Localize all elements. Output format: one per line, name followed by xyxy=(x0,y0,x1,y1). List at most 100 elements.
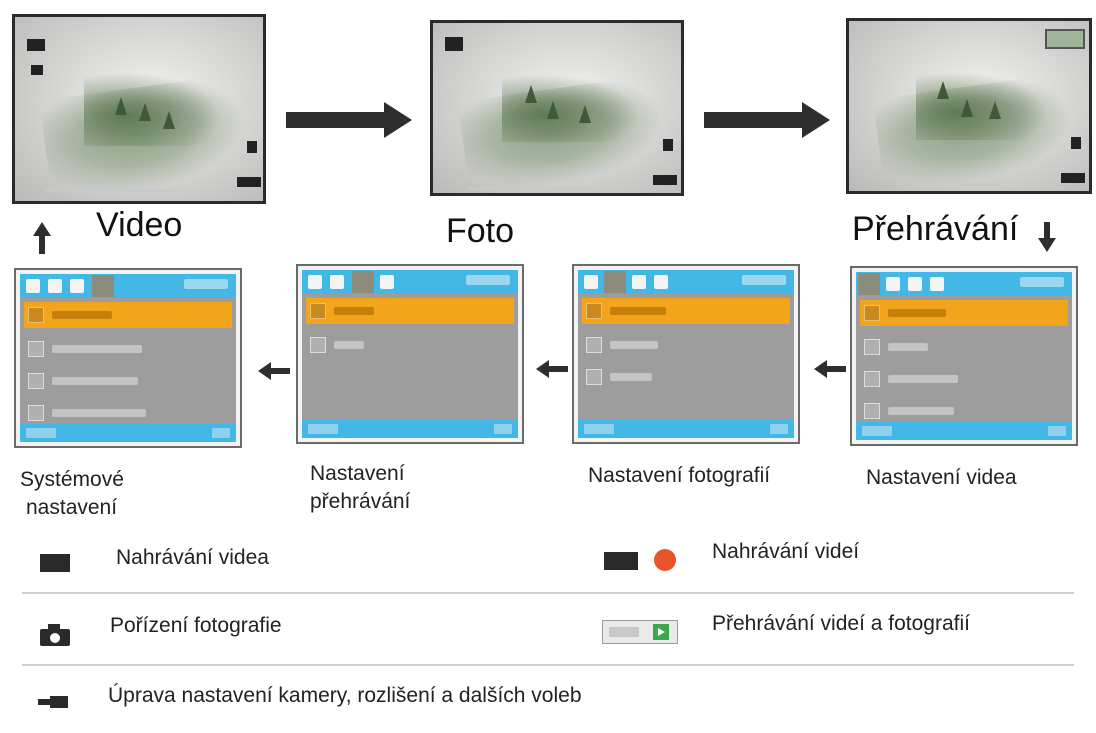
menu-row xyxy=(24,368,232,394)
menu-footer xyxy=(578,420,794,438)
settings-tool-icon xyxy=(38,696,68,708)
landscape-ridge xyxy=(502,74,639,142)
menu-header xyxy=(302,270,518,294)
menu-row xyxy=(860,366,1068,392)
menu-header xyxy=(856,272,1072,296)
menu-row xyxy=(582,332,790,358)
arrow-down-icon xyxy=(1038,222,1056,252)
tree-icon xyxy=(989,101,1001,119)
video-tab-icon xyxy=(858,273,880,295)
caption-line: přehrávání xyxy=(310,490,411,513)
video-tab-icon xyxy=(584,275,598,289)
video-mode-screen xyxy=(12,14,266,204)
camera-icon xyxy=(40,624,70,646)
menu-row xyxy=(860,398,1068,424)
tree-icon xyxy=(547,101,559,119)
record-dot-icon xyxy=(654,549,676,571)
playback-badge-icon xyxy=(602,620,678,644)
menu-row xyxy=(306,298,514,324)
video-camera-icon xyxy=(40,554,70,572)
video-camera-icon xyxy=(604,552,638,570)
battery-icon xyxy=(1061,173,1085,183)
screen-status-bar xyxy=(467,187,593,190)
menu-row xyxy=(24,302,232,328)
arrow-left-icon xyxy=(814,360,846,378)
caption-line: nastavení xyxy=(26,496,118,519)
menu-header xyxy=(578,270,794,294)
menu-title xyxy=(742,275,786,285)
resolution-icon xyxy=(31,65,43,75)
tree-icon xyxy=(163,111,175,129)
legend-video-record: Nahrávání videa xyxy=(116,546,269,569)
menu-row xyxy=(24,400,232,426)
caption-line: Nastavení xyxy=(310,462,405,485)
tree-icon xyxy=(139,103,151,121)
menu-row xyxy=(24,336,232,362)
menu-title xyxy=(1020,277,1064,287)
caption-line: Systémové xyxy=(20,468,124,491)
arrow-left-icon xyxy=(258,362,290,380)
menu-row xyxy=(860,334,1068,360)
photo-mode-screen xyxy=(430,20,684,196)
video-settings-caption: Nastavení videa xyxy=(866,466,1017,489)
video-mode-icon xyxy=(27,39,45,51)
video-tab-icon xyxy=(308,275,322,289)
card-icon xyxy=(247,141,257,153)
menu-title xyxy=(466,275,510,285)
menu-row xyxy=(582,298,790,324)
menu-row xyxy=(860,300,1068,326)
battery-icon xyxy=(653,175,677,185)
menu-footer xyxy=(20,424,236,442)
camera-tab-icon xyxy=(886,277,900,291)
menu-footer xyxy=(302,420,518,438)
settings-tab-icon xyxy=(930,277,944,291)
menu-header xyxy=(20,274,236,298)
photo-settings-caption: Nastavení fotografií xyxy=(588,464,771,487)
arrow-left-icon xyxy=(536,360,568,378)
playback-mode-label: Přehrávání xyxy=(852,210,1019,248)
settings-tab-icon xyxy=(654,275,668,289)
playback-tab-icon xyxy=(632,275,646,289)
playback-tab-icon xyxy=(70,279,84,293)
photo-settings-menu xyxy=(572,264,800,444)
legend-settings: Úprava nastavení kamery, rozlišení a dal… xyxy=(108,684,582,707)
photo-mode-label: Foto xyxy=(446,212,515,250)
playback-settings-menu xyxy=(296,264,524,444)
tree-icon xyxy=(937,81,949,99)
video-tab-icon xyxy=(26,279,40,293)
legend-divider xyxy=(22,664,1074,666)
system-settings-caption: Systémové nastavení xyxy=(20,466,124,522)
battery-icon xyxy=(237,177,261,187)
menu-title xyxy=(184,279,228,289)
legend-take-photo: Pořízení fotografie xyxy=(110,614,282,637)
settings-tab-icon xyxy=(92,275,114,297)
menu-row xyxy=(306,332,514,358)
settings-tab-icon xyxy=(380,275,394,289)
menu-row xyxy=(582,364,790,390)
tree-icon xyxy=(961,99,973,117)
playback-settings-caption: Nastavení přehrávání xyxy=(310,460,410,516)
camera-tab-icon xyxy=(604,271,626,293)
system-settings-menu xyxy=(14,268,242,448)
tree-icon xyxy=(579,105,591,123)
video-settings-menu xyxy=(850,266,1078,446)
arrow-icon xyxy=(704,102,830,138)
playback-mode-screen xyxy=(846,18,1092,194)
arrow-icon xyxy=(286,102,412,138)
legend-recording-videos: Nahrávání videí xyxy=(712,540,860,563)
playback-tab-icon xyxy=(908,277,922,291)
card-icon xyxy=(1071,137,1081,149)
arrow-up-icon xyxy=(33,222,51,254)
screen-status-bar xyxy=(45,189,175,192)
video-mode-label: Video xyxy=(96,206,183,244)
legend-divider xyxy=(22,592,1074,594)
menu-footer xyxy=(856,422,1072,440)
legend-playback-all: Přehrávání videí a fotografií xyxy=(712,612,970,635)
card-icon xyxy=(663,139,673,151)
screen-status-bar xyxy=(929,183,999,186)
playback-indicator-icon xyxy=(1045,29,1085,49)
camera-tab-icon xyxy=(48,279,62,293)
camera-tab-icon xyxy=(330,275,344,289)
landscape-ridge xyxy=(84,72,221,146)
landscape-ridge xyxy=(916,72,1049,140)
